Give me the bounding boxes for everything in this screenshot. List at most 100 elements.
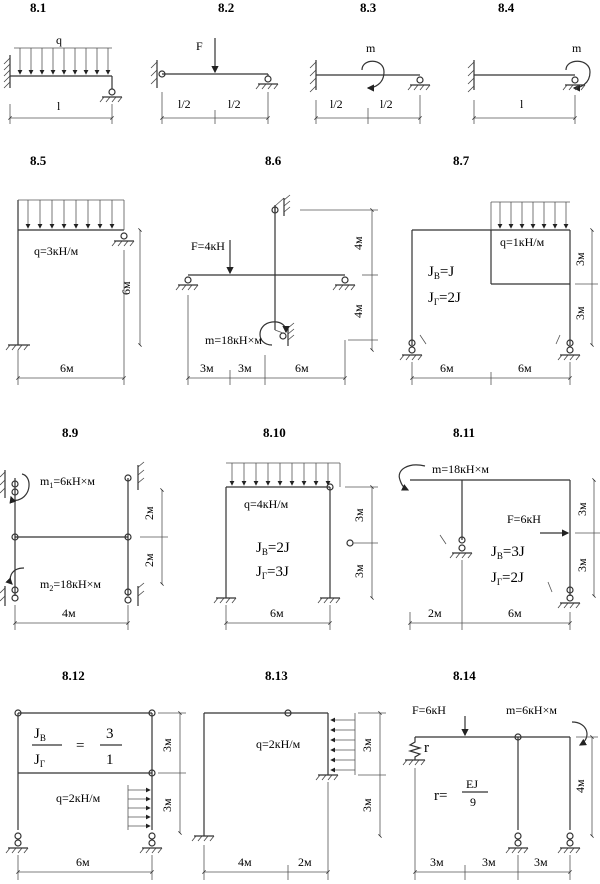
dimension-label: 3м <box>352 508 366 522</box>
moment-arrow <box>9 473 30 504</box>
problem-8-1: 8.1 q l <box>3 0 123 124</box>
moment-arrow <box>259 321 290 346</box>
ratio-value-top: 3 <box>106 726 114 742</box>
pin-support <box>505 832 529 854</box>
stiffness-ratio: JВ JГ = 3 1 <box>32 726 122 769</box>
dimension-label: 4м <box>351 236 365 250</box>
pin-support <box>555 334 581 361</box>
dimension-label: 3м <box>482 855 496 869</box>
force-label: F=4кН <box>191 239 225 253</box>
problem-number: 8.1 <box>30 0 46 15</box>
problem-number: 8.2 <box>218 0 234 15</box>
pin-support <box>175 276 199 291</box>
load-label: q=4кН/м <box>244 497 289 511</box>
fixed-support <box>271 194 291 216</box>
moment-label: m <box>366 41 376 55</box>
dimension-label: 3м <box>360 798 374 812</box>
dimension-label: 6м <box>508 606 522 620</box>
pin-support <box>547 581 581 609</box>
dimension-label: 3м <box>575 558 589 572</box>
moment-label: m <box>572 41 582 55</box>
moment-label: m=18кН×м <box>432 462 489 476</box>
ratio-equals: = <box>76 738 84 754</box>
hinge <box>346 539 354 547</box>
moment-label: m=6кН×м <box>506 703 557 717</box>
problem-8-12: 8.12 JВ JГ = 3 1 q=2кН/м <box>5 668 186 880</box>
dimension-label: 6м <box>518 361 532 375</box>
moment-arrow <box>565 60 591 92</box>
spring-label: r <box>424 740 429 756</box>
dimension-label: 3м <box>200 361 214 375</box>
dimension-label: 6м <box>76 855 90 869</box>
distributed-load <box>18 199 125 230</box>
moment-label: m=18кН×м <box>205 333 262 347</box>
ratio-numerator: EJ <box>466 777 478 791</box>
problem-number: 8.13 <box>265 668 288 683</box>
pin-support <box>557 832 581 854</box>
dimension-label: l/2 <box>228 97 241 111</box>
dimension-label: 3м <box>360 738 374 752</box>
stiffness-label: JВ=3J <box>491 544 525 561</box>
problem-8-2: 8.2 F l/2 l/2 <box>150 0 279 124</box>
pin-support <box>0 586 19 606</box>
distributed-load <box>330 713 356 775</box>
pin-support <box>99 76 123 103</box>
dimension-label: 3м <box>352 564 366 578</box>
load-label: q=3кН/м <box>34 244 79 258</box>
dimension-label: l/2 <box>178 97 191 111</box>
fixed-support <box>315 774 339 781</box>
pin-support <box>255 74 279 90</box>
problem-number: 8.5 <box>30 153 47 168</box>
problem-8-6: 8.6 F=4кН <box>175 153 378 385</box>
problem-8-10: 8.10 q=4кН/м JВ=2J JГ=3J <box>213 425 378 630</box>
problem-8-13: 8.13 q=2кН/м 3м 3м <box>191 668 386 880</box>
pin-support <box>139 832 163 854</box>
dimension-label: 3м <box>573 252 587 266</box>
load-label: q <box>56 33 62 47</box>
dimension-label: 3м <box>430 855 444 869</box>
problem-number: 8.4 <box>498 0 515 15</box>
fixed-support <box>191 835 215 842</box>
pin-support <box>124 582 145 606</box>
dimension-label: 6м <box>60 361 74 375</box>
fixed-support <box>0 470 19 498</box>
fixed-support <box>317 597 341 604</box>
pin-support <box>439 534 473 559</box>
problem-8-7: 8.7 q=1кН/м JВ=J JГ=2J <box>399 153 598 385</box>
fixed-support <box>309 60 317 93</box>
pin-support <box>5 832 29 854</box>
dimension-label: 3м <box>575 502 589 516</box>
pin-support <box>407 76 431 91</box>
ratio-numerator: JВ <box>34 726 46 743</box>
moment-arrow <box>5 567 25 585</box>
problem-8-11: 8.11 m=18кН×м F=6кН JВ=3J JГ=2J 3м 3м <box>398 425 600 630</box>
problem-8-5: 8.5 q=3кН/м 6м <box>5 153 142 385</box>
dimension-label: 4м <box>351 304 365 318</box>
moment-label: m1=6кН×м <box>40 474 95 490</box>
moment-label: m2=18кН×м <box>40 577 101 593</box>
load-label: q=2кН/м <box>56 791 101 805</box>
dimension-label: l/2 <box>330 97 343 111</box>
fixed-support <box>467 60 475 93</box>
fixed-support <box>3 55 11 89</box>
ratio-denominator: JГ <box>34 752 45 769</box>
dimension-label: 2м <box>428 606 442 620</box>
distributed-load <box>226 462 341 487</box>
stiffness-label: JГ=3J <box>256 564 289 581</box>
stiffness-label: r= <box>434 788 447 804</box>
length-label: l <box>520 97 524 111</box>
pin-support <box>332 276 356 291</box>
dimension-label: 3м <box>573 306 587 320</box>
dimension-label: 4м <box>238 855 252 869</box>
problem-number: 8.14 <box>453 668 476 683</box>
distributed-load <box>490 201 570 230</box>
moment-arrow <box>361 60 385 92</box>
problem-number: 8.9 <box>62 425 79 440</box>
spring-stiffness: r= EJ 9 <box>434 777 488 809</box>
moment-arrow <box>571 721 588 746</box>
load-label: q=2кН/м <box>256 737 301 751</box>
fixed-support <box>213 597 237 604</box>
spring-support <box>402 737 426 766</box>
dimension-label: 2м <box>142 506 156 520</box>
